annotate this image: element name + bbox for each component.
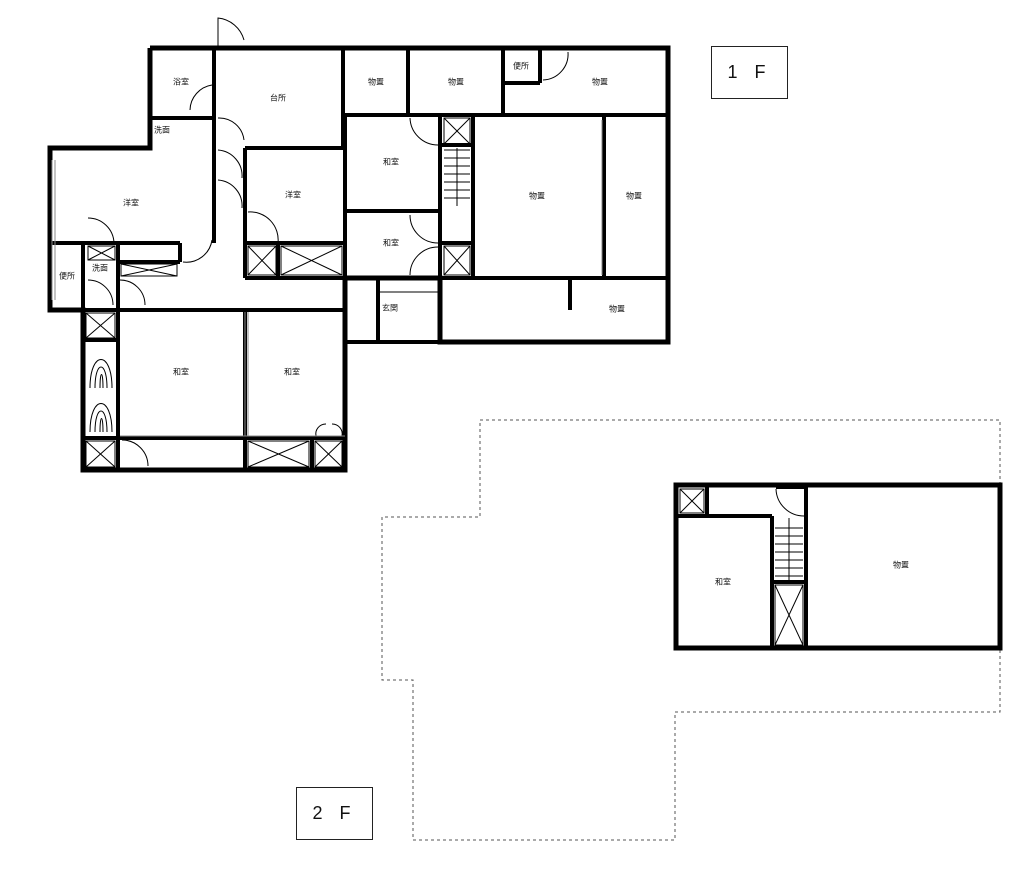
room-label-storage-5: 物置 <box>626 191 642 201</box>
room-label-wash-left: 洗面 <box>92 263 108 273</box>
second-floor-outer-walls <box>673 482 1003 651</box>
room-label-japanese-3: 和室 <box>173 367 189 377</box>
room-label-japanese-2f: 和室 <box>715 577 731 587</box>
room-label-western-2: 洋室 <box>285 190 301 200</box>
first-floor-plan <box>47 17 671 473</box>
room-label-japanese-1: 和室 <box>383 157 399 167</box>
room-label-storage-4: 物置 <box>529 191 545 201</box>
room-labels: 浴室 洗面 台所 物置 物置 便所 物置 洋室 洋室 和室 和室 物置 物置 便… <box>59 61 909 587</box>
closet-marks <box>85 117 471 468</box>
room-label-toilet-left: 便所 <box>59 271 75 281</box>
floor-label-1f: 1 F <box>711 46 788 99</box>
toilet-fixtures <box>89 359 113 433</box>
room-label-storage-3: 物置 <box>592 77 608 87</box>
room-label-wash-top: 洗面 <box>154 125 170 135</box>
floor-label-2f: 2 F <box>296 787 373 840</box>
room-label-japanese-2: 和室 <box>383 238 399 248</box>
second-floor-details <box>679 488 805 646</box>
first-floor-outer-walls <box>47 45 671 473</box>
room-label-storage-2f: 物置 <box>893 560 909 570</box>
door-swings <box>87 17 569 467</box>
room-label-storage-6: 物置 <box>609 304 625 314</box>
room-label-storage-2: 物置 <box>448 77 464 87</box>
first-floor-inner-walls <box>50 48 668 470</box>
first-floor-stairs <box>444 148 470 206</box>
second-floor-plan <box>381 419 1003 841</box>
room-label-western-1: 洋室 <box>123 198 139 208</box>
room-label-storage-1: 物置 <box>368 77 384 87</box>
room-label-entrance: 玄関 <box>382 303 398 313</box>
window-marks <box>51 120 603 437</box>
room-label-bath: 浴室 <box>173 77 189 87</box>
second-floor-inner-walls <box>676 485 808 648</box>
room-label-kitchen: 台所 <box>270 93 286 103</box>
room-label-japanese-4: 和室 <box>284 367 300 377</box>
room-label-toilet-top: 便所 <box>513 61 529 71</box>
